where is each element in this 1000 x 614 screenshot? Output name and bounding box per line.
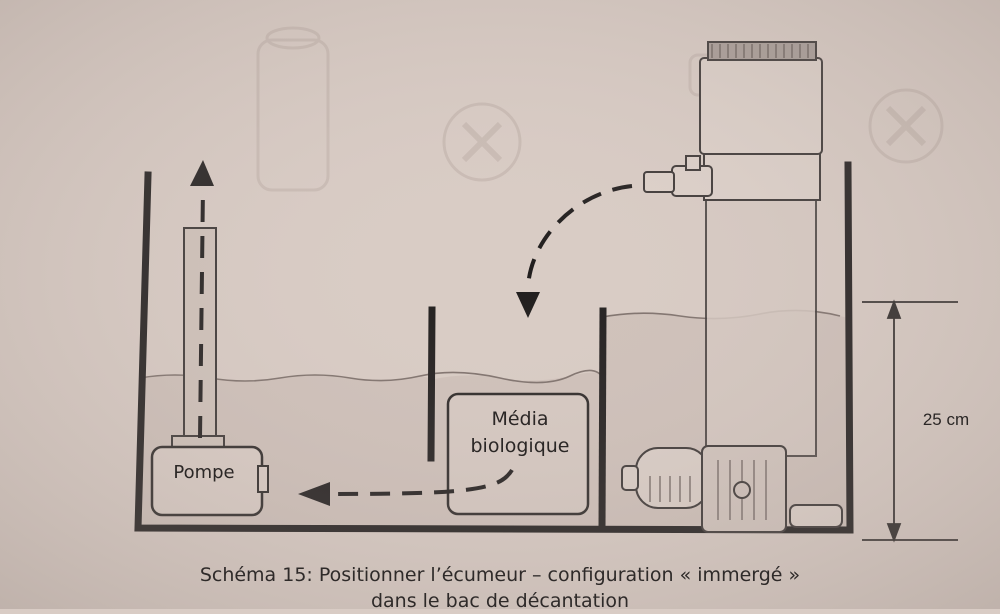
media-label-line2: biologique	[470, 435, 570, 457]
biological-media-label: Média biologique	[452, 406, 588, 460]
media-label-line1: Média	[491, 408, 549, 430]
caption-line1: Schéma 15: Positionner l’écumeur – confi…	[199, 564, 801, 586]
pump-label: Pompe	[173, 462, 235, 483]
caption-line2: dans le bac de décantation	[370, 590, 630, 612]
height-label: 25 cm	[922, 410, 970, 429]
figure-caption: Schéma 15: Positionner l’écumeur – confi…	[0, 562, 1000, 614]
